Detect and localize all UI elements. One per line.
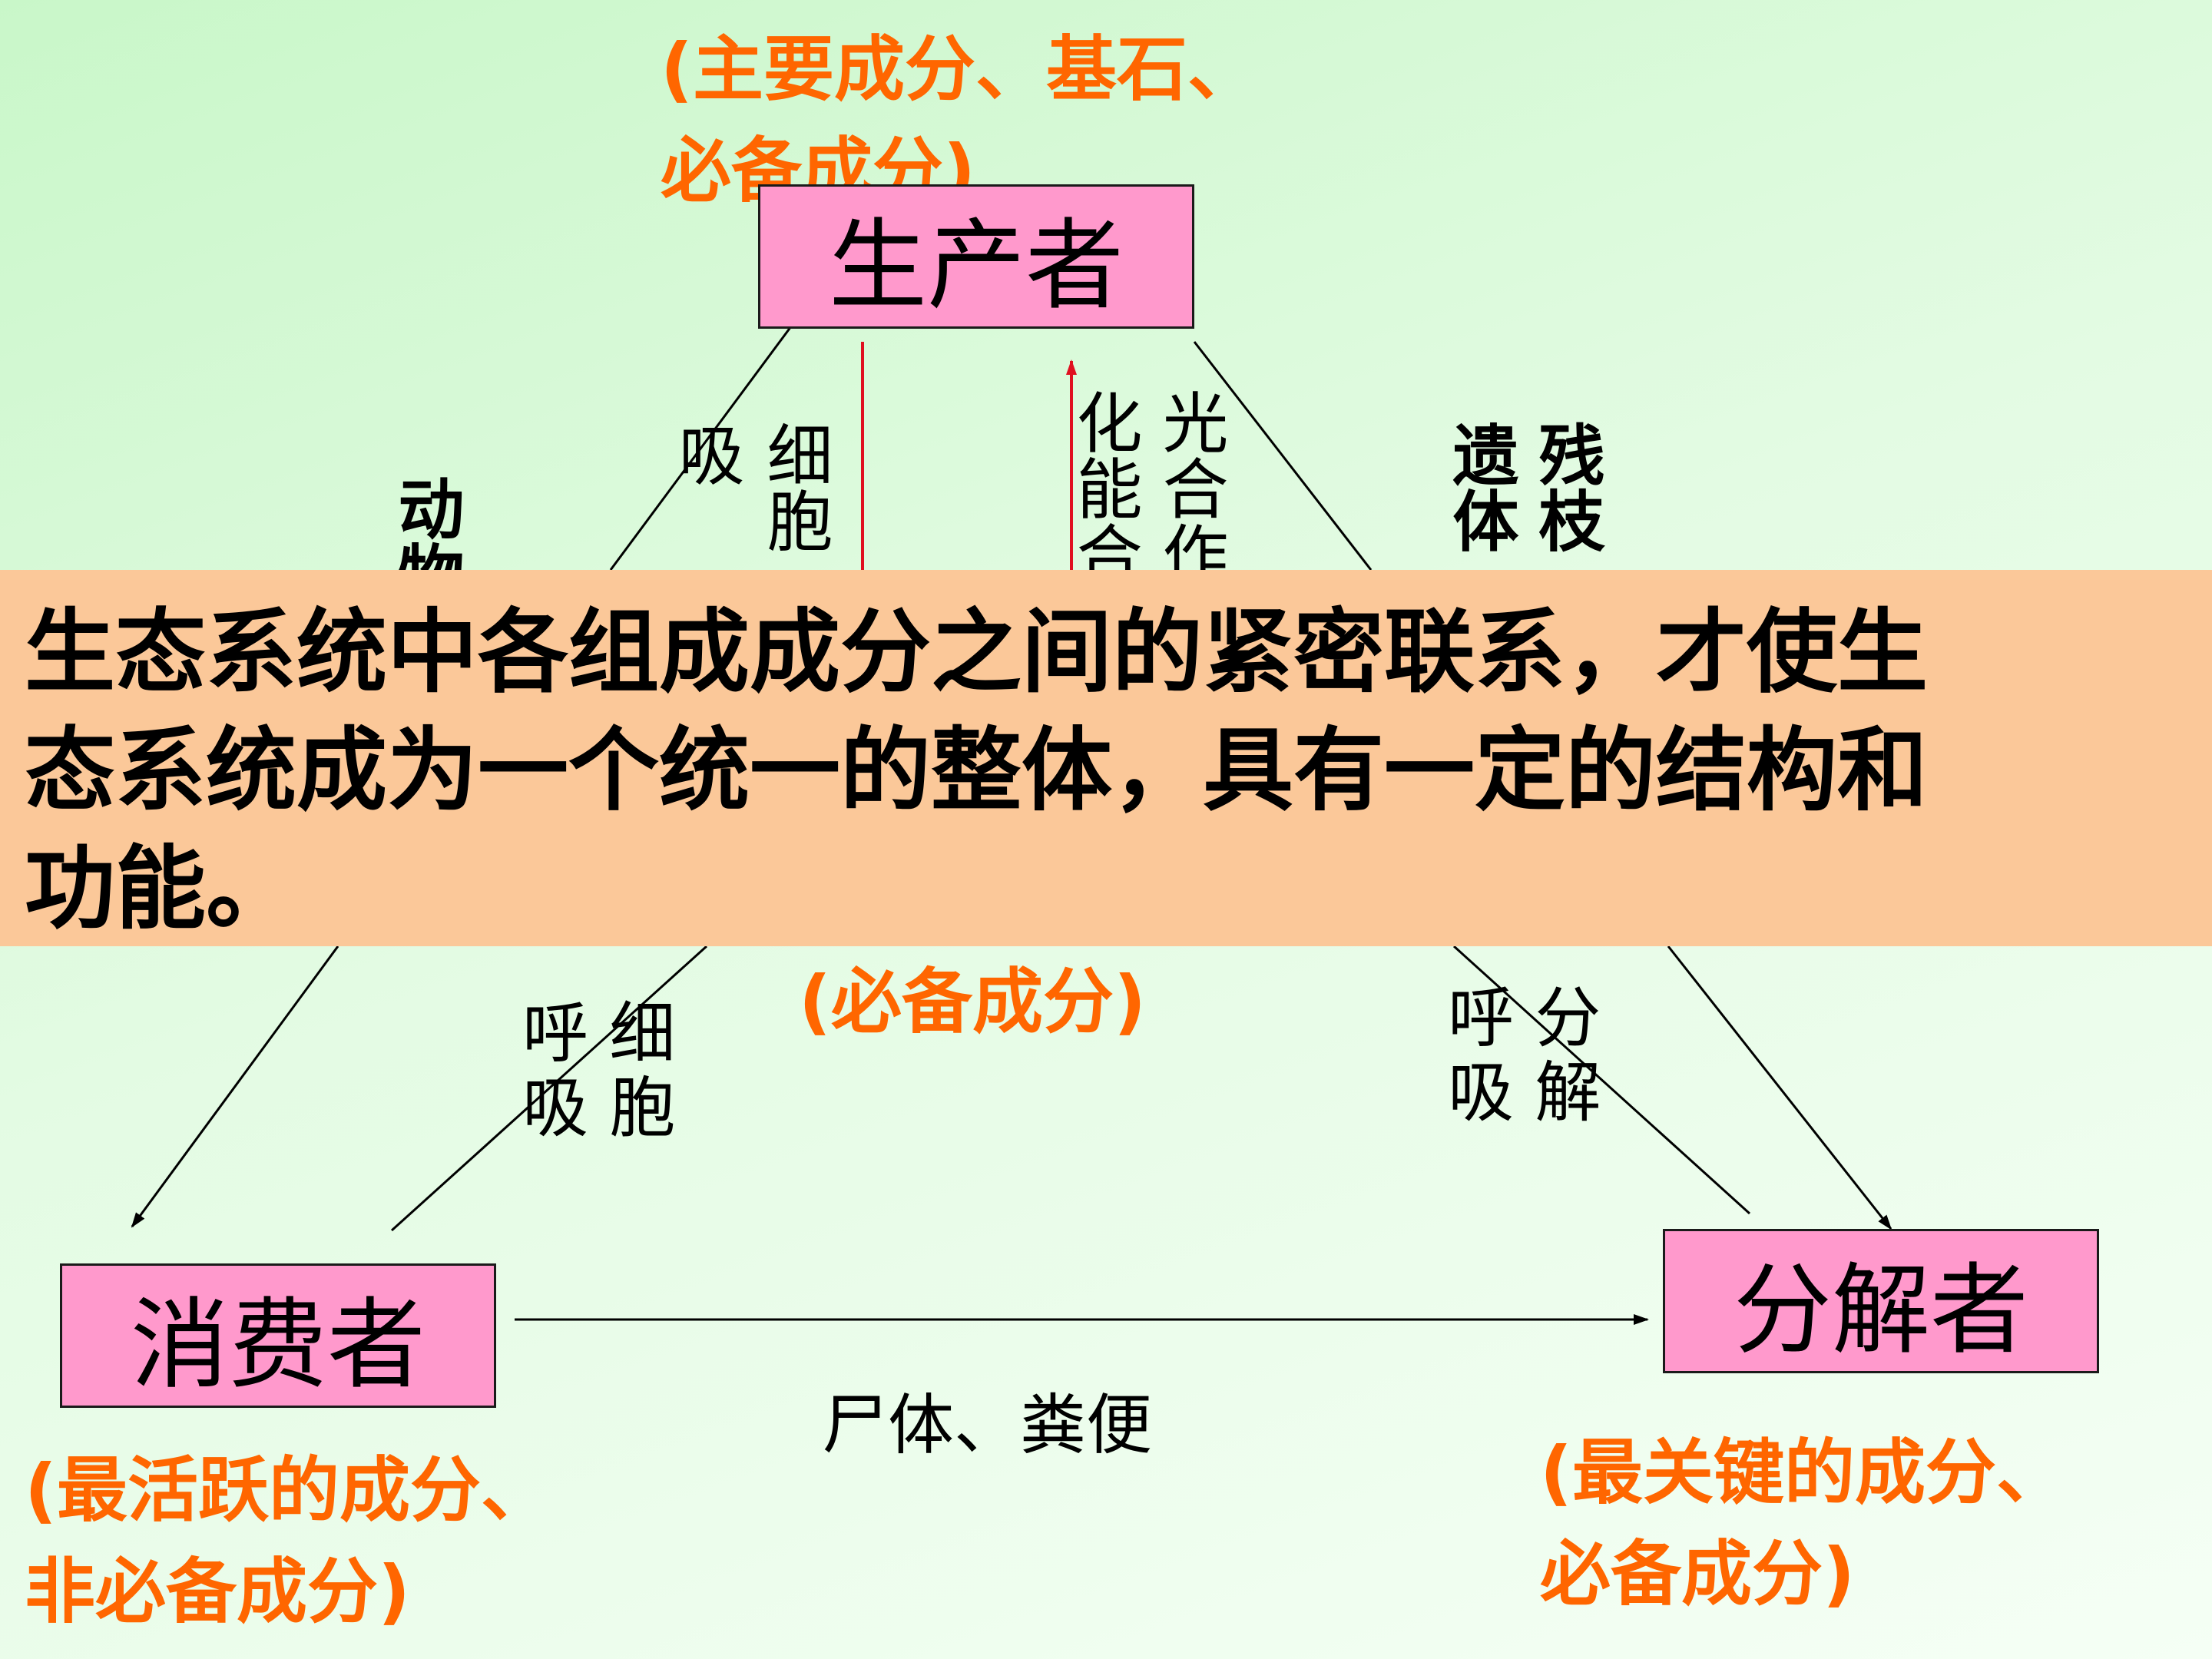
remains-label-col2: 遗体 [1441,421,1518,553]
arrow-to-consumer [131,945,339,1228]
producer-label: 生产者 [828,208,1124,323]
banner-line-3: 功能。 [25,836,297,942]
consumer-respiration-line1: 呼 细 [522,995,676,1072]
producer-respiration-label-col1: 细胞 [755,421,832,553]
decomposer-respiration-line1: 呼 分 [1448,980,1601,1057]
producer-note-line1: (主要成分、基石、 [661,28,1259,111]
decomposer-respiration-line2: 吸 解 [1448,1055,1601,1131]
consumer-note-line2: 非必备成分) [25,1551,411,1633]
summary-banner: 生态系统中各组成成分之间的紧密联系，才使生 态系统成为一个统一的整体，具有一定的… [0,570,2212,946]
producer-respiration-label-col2: 吸 [667,421,743,487]
corpse-feces-label: 尸体、粪便 [822,1387,1152,1464]
arrow-to-decomposer [1667,945,1892,1230]
banner-line-2: 态系统成为一个统一的整体，具有一定的结构和 [25,717,1929,823]
line-producer-left [609,326,793,571]
chemosynthesis-label-col2: 化能合 [1065,389,1141,587]
line-producer-right [1193,341,1373,571]
remains-label-col1: 残枝 [1527,421,1604,553]
center-note: (必备成分) [799,961,1147,1043]
producer-box[interactable]: 生产者 [758,184,1194,329]
decomposer-label: 分解者 [1733,1253,2028,1368]
consumer-label: 消费者 [130,1287,426,1402]
decomposer-box[interactable]: 分解者 [1663,1229,2099,1373]
line-decomposer-respiration [1452,945,1751,1215]
consumer-box[interactable]: 消费者 [60,1263,496,1408]
line-consumer-respiration [390,945,708,1232]
consumer-respiration-line2: 吸 胞 [522,1070,676,1147]
photosynthesis-label-col1: 光合作 [1151,389,1227,587]
banner-line-1: 生态系统中各组成成分之间的紧密联系，才使生 [25,599,1929,705]
decomposer-note-line1: (最关键的成分、 [1540,1432,2068,1514]
consumer-note-line1: (最活跃的成分、 [25,1449,552,1532]
decomposer-note-line2: 必备成分) [1540,1533,1856,1615]
